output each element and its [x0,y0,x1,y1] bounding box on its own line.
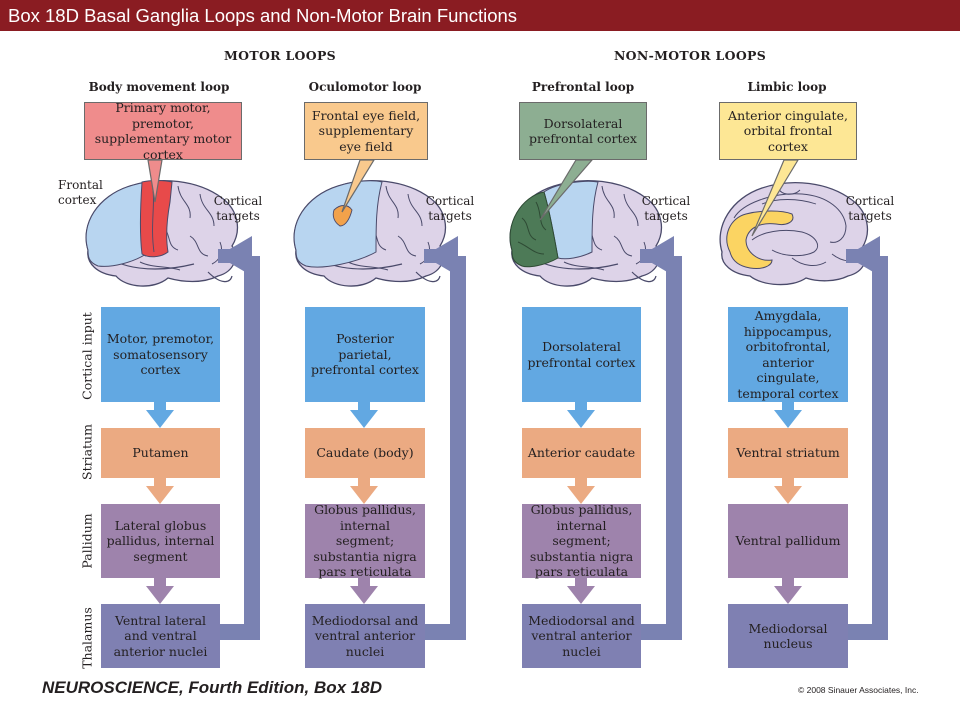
loop-title-limbic: Limbic loop [747,80,827,94]
cortical-targets-label-2: Cortical targets [425,194,475,223]
cortical-box-oculomotor: Posterior parietal, prefrontal cortex [305,307,425,402]
return-arrows [218,236,888,640]
footer-copyright: © 2008 Sinauer Associates, Inc. [798,685,919,695]
callout-pointer-oculomotor [341,159,376,213]
thalamus-box-limbic: Mediodorsal nucleus [728,604,848,668]
cortical-box-body-movement: Motor, premotor, somatosensory cortex [101,307,220,402]
thalamus-box-oculomotor: Mediodorsal and ventral anterior nuclei [305,604,425,668]
down-arrows [146,402,802,604]
row-label-pallidum: Pallidum [79,513,95,569]
row-label-thalamus: Thalamus [79,607,95,669]
slide-title: Box 18D Basal Ganglia Loops and Non-Moto… [8,5,518,26]
callout-limbic: Anterior cingulate, orbital frontal cort… [719,102,857,160]
frontal-cortex-label: Frontal cortex [58,178,103,207]
row-label-cortical-input: Cortical input [79,312,95,400]
striatum-box-limbic: Ventral striatum [728,428,848,478]
loop-title-body-movement: Body movement loop [88,80,230,94]
cortical-box-limbic: Amygdala, hippocampus, orbitofrontal, an… [728,307,848,402]
callout-prefrontal: Dorsolateral prefrontal cortex [519,102,647,160]
loop-title-prefrontal: Prefrontal loop [531,80,635,94]
brain-limbic [719,182,869,286]
row-label-striatum: Striatum [79,424,95,480]
pallidum-box-oculomotor: Globus pallidus, internal segment; subst… [305,502,425,579]
footer-book-title: NEUROSCIENCE, Fourth Edition, Box 18D [42,678,383,697]
thalamus-box-body-movement: Ventral lateral and ventral anterior nuc… [101,604,220,668]
callout-oculomotor: Frontal eye field, supplementary eye fie… [304,102,428,160]
callout-pointer-body [147,159,163,203]
cortical-targets-label-4: Cortical targets [845,194,895,223]
cortical-targets-label-1: Cortical targets [213,194,263,223]
brain-oculomotor [293,179,447,287]
title-bar: Box 18D Basal Ganglia Loops and Non-Moto… [0,0,960,31]
cortical-targets-label-3: Cortical targets [641,194,691,223]
thalamus-box-prefrontal: Mediodorsal and ventral anterior nuclei [522,604,641,668]
cortical-box-prefrontal: Dorsolateral prefrontal cortex [522,307,641,402]
pallidum-box-limbic: Ventral pallidum [728,504,848,578]
pallidum-box-prefrontal: Globus pallidus, internal segment; subst… [522,502,641,579]
striatum-box-prefrontal: Anterior caudate [522,428,641,478]
motor-loops-heading: MOTOR LOOPS [224,48,336,63]
loop-title-oculomotor: Oculomotor loop [308,80,422,94]
striatum-box-body-movement: Putamen [101,428,220,478]
callout-pointer-limbic [751,159,800,237]
callout-body-movement: Primary motor, premotor, supplementary m… [84,100,242,162]
callout-pointer-prefrontal [539,159,594,221]
pallidum-box-body-movement: Lateral globus pallidus, internal segmen… [101,504,220,578]
nonmotor-loops-heading: NON-MOTOR LOOPS [613,48,767,63]
striatum-box-oculomotor: Caudate (body) [305,428,425,478]
brain-body-movement [85,179,239,287]
